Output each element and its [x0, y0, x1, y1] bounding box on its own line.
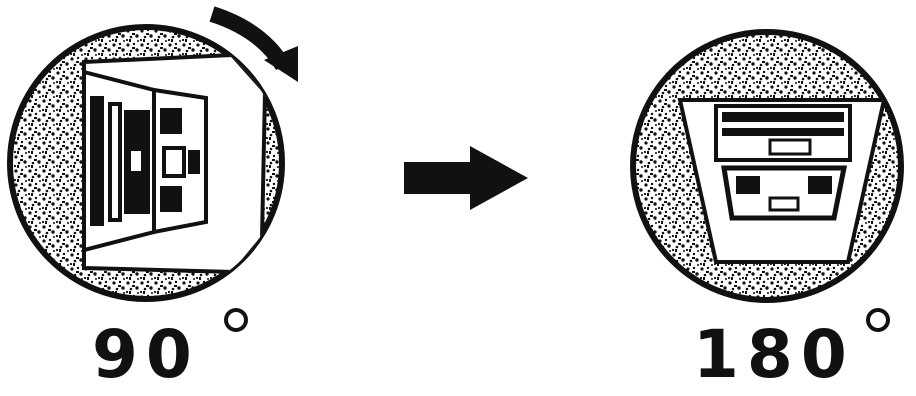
right-lower-latch: [770, 198, 798, 210]
left-component-bar: [90, 96, 104, 226]
left-component-latch: [130, 150, 142, 172]
left-rotation-view: [10, 14, 298, 299]
transition-arrow: [404, 146, 528, 210]
right-angle-label: 180: [693, 322, 855, 388]
left-component-slot: [110, 104, 120, 220]
transition-arrow-head: [470, 146, 528, 210]
left-face-connector-mid: [164, 148, 184, 176]
right-upper-latch: [770, 140, 810, 154]
transition-arrow-shaft: [404, 162, 476, 194]
right-rotation-view: [633, 32, 901, 300]
right-upper-bar: [722, 112, 844, 122]
right-upper-rail: [722, 128, 844, 136]
left-degree-symbol: [224, 308, 248, 332]
left-face-connector-bottom: [160, 186, 182, 212]
left-face-connector-top: [160, 108, 182, 134]
right-degree-symbol: [866, 308, 890, 332]
left-face-notch: [188, 150, 200, 174]
left-angle-label: 90: [92, 322, 200, 388]
right-lower-connector-right: [808, 176, 832, 194]
right-lower-connector-left: [736, 176, 760, 194]
